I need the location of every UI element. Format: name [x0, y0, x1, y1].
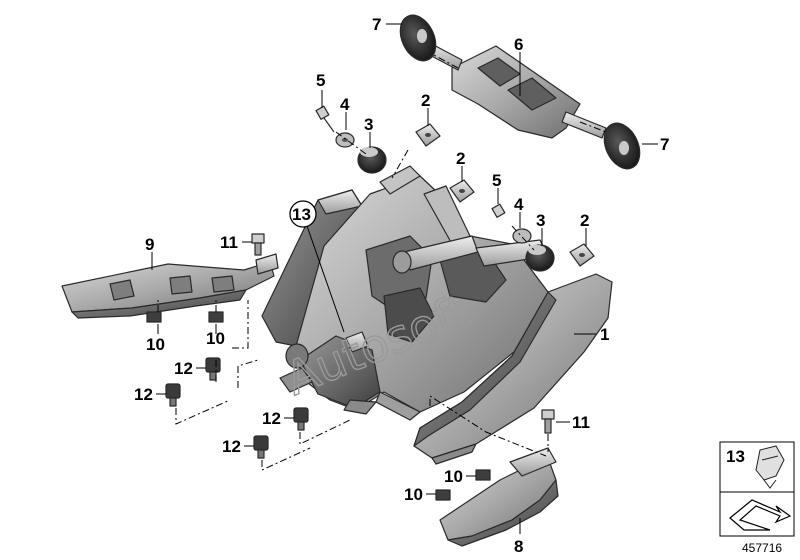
callout-10-left-b: 10: [206, 329, 225, 348]
bolt-5-right: [491, 203, 506, 218]
callout-10-right-a: 10: [444, 467, 463, 486]
bolt-12c: [293, 407, 309, 431]
callout-12-a: 12: [174, 359, 193, 378]
callout-3-right: 3: [536, 211, 545, 230]
callout-4-top: 4: [340, 95, 350, 114]
callout-7-bottom: 7: [660, 135, 669, 154]
washer-4-top: [335, 132, 355, 148]
bolt-12b: [165, 383, 181, 407]
callout-12-c: 12: [262, 409, 281, 428]
callout-7-top: 7: [372, 15, 381, 34]
callout-6: 6: [514, 35, 523, 54]
main-frame: [261, 165, 613, 465]
clip-nut-2b: [449, 179, 475, 203]
legend-box: 13: [719, 441, 795, 537]
callout-11-right: 11: [572, 413, 590, 432]
right-step-bracket: [439, 447, 559, 547]
callout-5-top: 5: [316, 71, 325, 90]
cable-clip-13: [345, 331, 369, 353]
callout-5-right: 5: [492, 171, 501, 190]
nut-10-left-b: [208, 311, 224, 323]
assembly-lines: [157, 53, 607, 471]
cable-clip-icon: [755, 445, 785, 489]
callout-1: 1: [600, 325, 609, 344]
assembly-arrow-icon: [729, 499, 792, 531]
clip-nut-2a: [415, 123, 441, 147]
left-step-bracket: [61, 253, 279, 319]
callout-8: 8: [514, 537, 523, 556]
callout-4-right: 4: [514, 195, 524, 214]
callout-12-b: 12: [134, 385, 153, 404]
callout-10-left-a: 10: [146, 335, 165, 354]
leader-lines: [151, 23, 658, 534]
bolt-12d: [253, 435, 269, 459]
bolt-5-top: [315, 105, 335, 133]
callout-13-circle: 13: [289, 200, 317, 228]
bolt-11-right: [541, 409, 555, 434]
nut-10-left-a: [146, 311, 162, 323]
callout-11-left: 11: [220, 233, 238, 252]
callout-2-top: 2: [421, 91, 430, 110]
rubber-3-right: [525, 244, 555, 272]
rubber-mount-top: [399, 14, 437, 62]
callout-labels: 7 6 7 5 4 3 2 2 5 4 3 2 13 9 11 10 10 12…: [134, 15, 669, 556]
reference-number: 457716: [742, 541, 782, 555]
nut-10-right-a: [475, 469, 491, 481]
svg-text:13: 13: [292, 205, 311, 224]
callout-2-middle: 2: [456, 149, 465, 168]
top-mount-bracket: [423, 41, 607, 139]
nut-10-right-b: [435, 489, 451, 501]
callout-3-top: 3: [364, 115, 373, 134]
washer-4-right: [512, 228, 532, 244]
bolt-11-left: [251, 233, 265, 256]
callout-9: 9: [145, 235, 154, 254]
bolt-12a: [205, 357, 221, 381]
callout-12-d: 12: [222, 437, 241, 456]
clip-nut-2c: [569, 243, 595, 267]
rubber-mount-bottom: [603, 122, 641, 170]
callout-2-right: 2: [580, 211, 589, 230]
legend-13-label: 13: [726, 447, 745, 466]
callout-10-right-b: 10: [404, 485, 423, 504]
